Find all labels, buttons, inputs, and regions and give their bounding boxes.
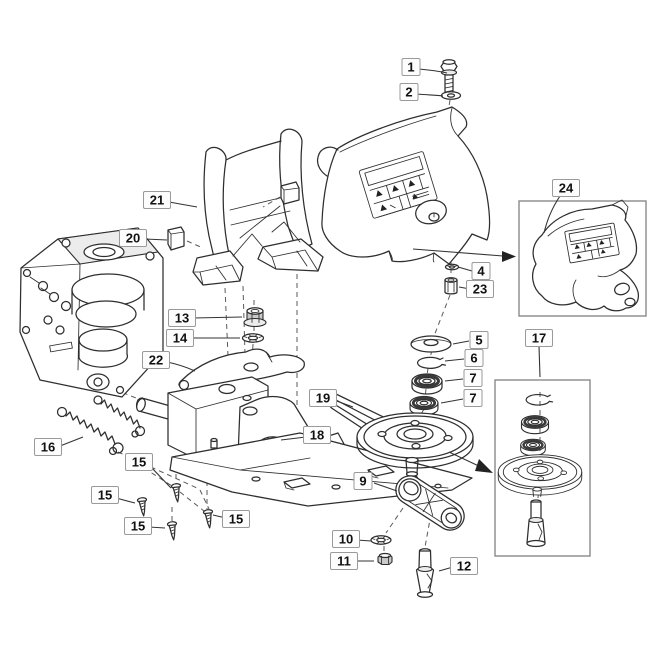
callout-23: 23: [473, 282, 487, 297]
callout-20: 20: [126, 231, 140, 246]
gearbox-assembly-part: [19, 227, 164, 398]
nut-part-11: [377, 552, 393, 566]
callout-15a: 15: [132, 455, 146, 470]
screw-part-15-b: [136, 496, 149, 518]
callout-7b: 7: [469, 391, 476, 406]
callout-9: 9: [359, 474, 366, 489]
screw-part-15-d: [202, 508, 215, 530]
bearing-part-7-upper: [410, 372, 444, 396]
arrow-to-inset-24: [412, 248, 516, 262]
idler-arm-part-9: [395, 475, 465, 531]
callout-16: 16: [41, 440, 55, 455]
console-cover-variant-part: [532, 199, 640, 312]
inset-spacer-part: [526, 499, 546, 548]
callout-5: 5: [475, 333, 482, 348]
callout-15b: 15: [98, 488, 112, 503]
inset-bearing-part-lower: [519, 438, 547, 457]
callout-6: 6: [470, 351, 477, 366]
snap-ring-part-6: [416, 356, 447, 369]
callout-13: 13: [175, 311, 189, 326]
callout-2: 2: [405, 85, 412, 100]
washer-part-2: [440, 91, 462, 100]
callout-15d: 15: [229, 512, 243, 527]
callout-22: 22: [149, 353, 163, 368]
screw-part-15-c: [166, 520, 179, 542]
extension-spring-part-right: [93, 395, 146, 438]
callout-4: 4: [477, 264, 485, 279]
warning-decal: [358, 151, 438, 219]
support-bracket-part: [192, 128, 324, 286]
lock-washer-part-14: [241, 333, 265, 343]
callout-15c: 15: [131, 519, 145, 534]
bearing-part-7-lower: [408, 395, 440, 417]
callouts: 1 2 21 20 13 14 22 4 23 24 5 6: [34, 58, 580, 575]
idler-pulley-part: [356, 412, 474, 482]
callout-10: 10: [339, 532, 353, 547]
callout-7a: 7: [469, 371, 476, 386]
bushing-part-23: [444, 277, 458, 295]
callout-1: 1: [407, 60, 414, 75]
callout-17: 17: [532, 331, 546, 346]
callout-21: 21: [150, 193, 164, 208]
pad-part-20-left: [167, 226, 185, 251]
spacer-part-12: [415, 548, 435, 598]
flange-nut-part-13: [243, 307, 267, 328]
inset-snap-ring-part: [525, 393, 554, 406]
callout-24: 24: [559, 181, 574, 196]
inset-pulley-part: [497, 454, 583, 497]
washer-part-4: [444, 263, 460, 271]
inset-box-17: [494, 379, 591, 557]
pad-part-20-right: [280, 181, 300, 205]
inset-bearing-part-upper: [520, 414, 550, 436]
callout-14: 14: [173, 331, 188, 346]
callout-12: 12: [457, 559, 471, 574]
callout-18: 18: [310, 428, 324, 443]
inset-box-24: [518, 199, 647, 317]
console-cover-part: [316, 106, 491, 265]
callout-19: 19: [316, 391, 330, 406]
arrow-to-inset-17: [448, 451, 493, 473]
callout-11: 11: [337, 554, 351, 569]
lock-washer-part-10: [370, 535, 392, 545]
extension-spring-part-left: [56, 406, 124, 456]
cap-washer-part-5: [410, 335, 452, 353]
